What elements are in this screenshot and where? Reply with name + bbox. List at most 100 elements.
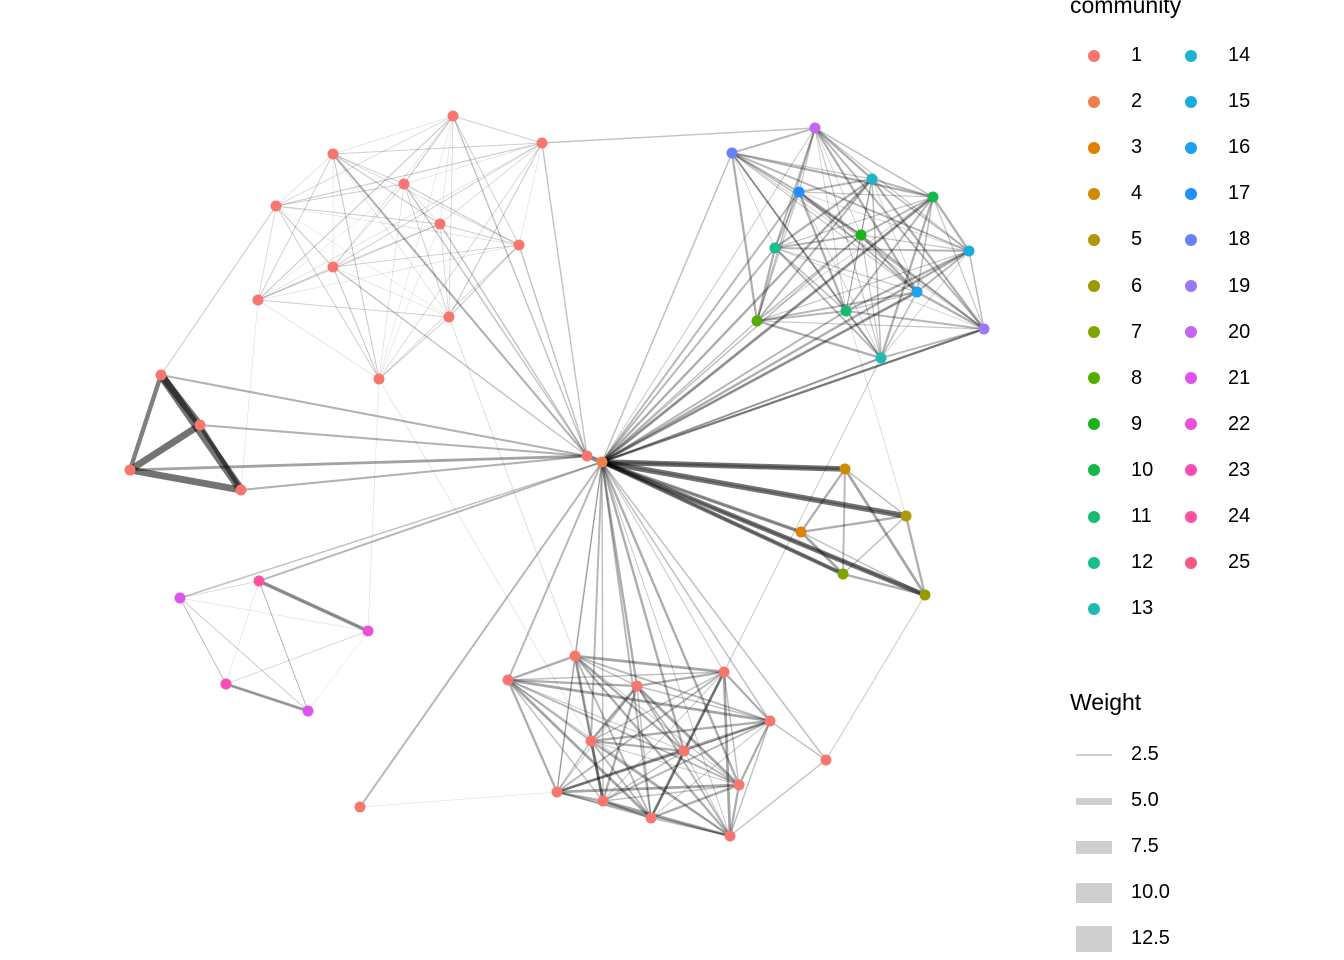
edge [601,191,800,463]
legend-dot-icon [1088,464,1100,477]
edge [723,357,882,673]
edge [240,299,259,491]
legend-label: 16 [1228,136,1251,159]
edge [871,178,918,293]
edge [378,378,592,742]
legend-item-community-18: 18 [1185,228,1250,251]
legend-dot-icon [1088,95,1100,108]
legend-dot-icon [1185,187,1197,200]
legend-label: 23 [1228,458,1251,481]
node-community-1 [155,369,167,381]
edge [332,153,450,318]
edge [599,459,909,519]
edge [860,234,985,330]
weight-key-swatch [1076,754,1112,756]
edge [683,720,771,752]
node-community-21 [302,705,314,717]
legend-dot-icon [1088,49,1100,62]
edge [275,205,520,246]
legend-label: 15 [1228,90,1251,113]
edge [332,115,454,268]
edge [731,152,882,359]
legend-label: 7 [1131,320,1143,343]
legend-item-community-9: 9 [1088,413,1142,436]
edge [507,679,731,837]
node-community-24 [253,575,265,587]
edge [602,720,771,802]
edge [378,316,450,380]
edge [197,422,244,493]
edge [403,142,543,185]
edge [600,290,919,464]
edge [555,719,772,794]
edge [728,783,741,838]
edge [179,597,369,632]
edge [649,670,726,820]
edge [159,373,589,458]
edge [600,249,971,464]
edge [601,461,652,819]
node-community-13 [875,352,887,364]
edge [589,684,639,743]
edge [774,247,985,330]
edge [590,740,652,819]
edge [636,685,771,722]
edge [275,205,380,380]
edge [556,685,638,793]
edge [332,266,588,457]
edge [731,152,985,330]
edge [307,630,369,712]
edge [126,421,204,474]
node-community-1 [270,200,282,212]
edge [573,654,686,753]
node-community-17 [793,186,805,198]
edge [799,514,908,534]
node-community-1 [718,666,730,678]
edge [257,153,334,301]
legend-label: 9 [1131,412,1143,435]
edge [635,670,726,688]
edge [555,749,686,794]
legend-item-community-2: 2 [1088,90,1142,113]
edge [860,196,934,236]
legend-dot-icon [1185,372,1197,385]
edge [332,153,520,246]
edge [179,597,227,685]
legend-label: 2 [1131,90,1143,113]
edge [574,655,771,722]
edge [756,310,847,322]
edge [731,152,918,293]
edge [590,740,740,786]
edge [601,152,733,463]
legend-label: 18 [1228,228,1251,251]
edge [359,791,558,808]
edge [198,423,589,458]
edge [769,720,827,761]
legend-dot-icon [1185,95,1197,108]
edge [555,790,605,803]
edge [506,678,772,723]
edge [601,461,771,722]
legend-label: 6 [1131,274,1143,297]
edge [756,234,862,322]
edge [556,655,576,793]
node-community-16 [911,286,923,298]
edge [403,183,441,225]
edge [602,784,740,802]
edge [756,178,873,322]
edge [257,299,380,380]
edge [859,233,919,294]
node-community-1 [597,795,609,807]
edge [506,678,559,794]
edge [257,266,334,301]
edge [968,250,985,330]
nodes-layer [124,110,990,842]
edge [798,191,985,330]
legend-dot-icon [1088,602,1100,615]
edge [556,791,731,837]
edge [731,152,847,312]
legend-dot-icon [1088,556,1100,569]
edge [601,461,731,837]
edge [601,799,653,820]
edge [756,191,800,322]
